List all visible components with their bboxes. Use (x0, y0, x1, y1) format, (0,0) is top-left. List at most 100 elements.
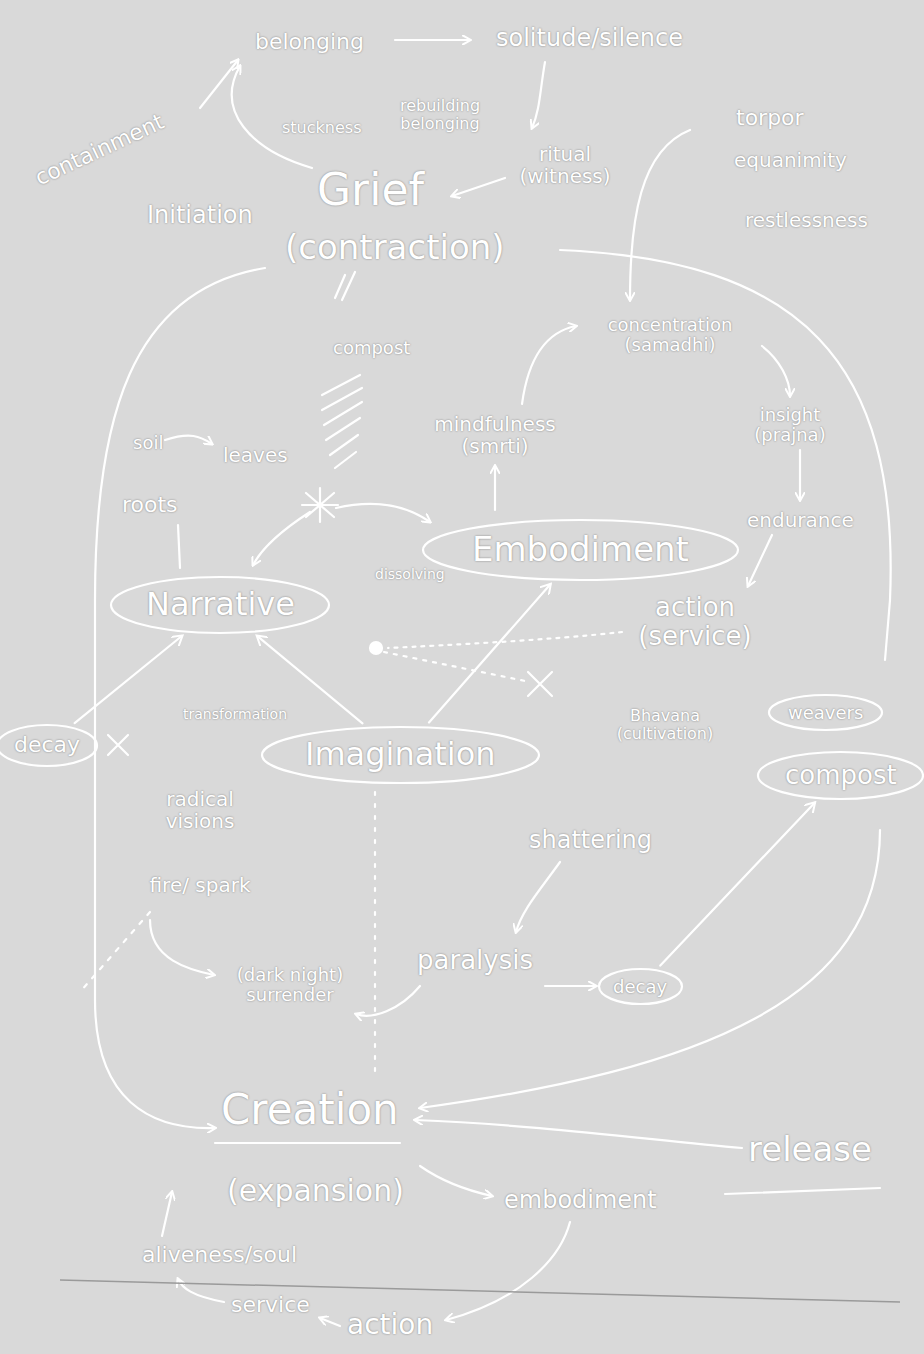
handwritten-label: release (748, 1131, 872, 1168)
arrow (320, 1318, 340, 1326)
dot (370, 642, 382, 654)
handwritten-label: compost (333, 338, 410, 358)
arrow (545, 985, 596, 987)
arrow (516, 862, 560, 932)
handwritten-label: transformation (183, 707, 287, 722)
handwritten-label: (contraction) (285, 229, 505, 266)
handwritten-label: soil (133, 433, 163, 453)
handwritten-label: ritual (witness) (510, 143, 620, 187)
hatching (322, 375, 362, 468)
sketch-oval: decay (0, 723, 99, 768)
arrow (522, 326, 576, 404)
oval-text: Imagination (305, 737, 496, 772)
arrow (762, 346, 790, 396)
arrow (446, 1222, 570, 1320)
handwritten-label: insight (prajna) (725, 405, 855, 445)
handwritten-label: solitude/silence (496, 25, 683, 51)
handwritten-label: mindfulness (smrti) (420, 413, 570, 457)
arrow (232, 66, 312, 168)
line (178, 525, 180, 568)
handwritten-label: service (231, 1293, 310, 1317)
x-mark (528, 672, 552, 696)
arrow (630, 130, 690, 300)
oval-stroke (0, 725, 97, 766)
arrow (253, 512, 310, 565)
loop-left (95, 268, 265, 1128)
loop-right (560, 250, 891, 660)
sketch-oval: Narrative (109, 575, 331, 635)
oval-stroke (769, 695, 882, 730)
baseline (60, 1280, 900, 1302)
oval-text: weavers (788, 703, 863, 723)
release-arrow (415, 1120, 742, 1148)
sketch-oval: weavers (767, 693, 884, 732)
handwritten-label: fire/ spark (145, 874, 255, 896)
dotted-line (384, 652, 530, 682)
handwritten-label: endurance (747, 509, 854, 531)
oval-text: Narrative (146, 587, 295, 622)
handwritten-label: stuckness (282, 119, 361, 137)
tick (335, 272, 355, 300)
handwritten-label: containment (31, 110, 167, 191)
arrow (532, 62, 545, 128)
arrow (395, 39, 470, 41)
oval-text: decay (14, 733, 80, 757)
arrow (162, 1192, 172, 1236)
handwritten-label: action (347, 1310, 433, 1341)
handwritten-label: shattering (529, 827, 652, 853)
arrow (494, 466, 496, 510)
handwritten-label: radical visions (135, 788, 265, 832)
handwritten-label: Bhavana (cultivation) (580, 707, 750, 742)
oval-stroke (111, 577, 329, 633)
connector-arrow (75, 636, 182, 723)
underline (725, 1188, 880, 1194)
handwritten-label: aliveness/soul (142, 1243, 297, 1267)
underline (215, 1142, 400, 1144)
handwritten-label: embodiment (504, 1187, 657, 1213)
arrow (165, 436, 212, 444)
arrow (420, 1166, 492, 1196)
oval-stroke (262, 727, 539, 783)
arrow (178, 1279, 224, 1302)
x-mark (108, 735, 128, 755)
handwritten-label: Grief (317, 166, 424, 214)
oval-stroke (423, 520, 738, 580)
handwritten-label: action (service) (620, 593, 770, 650)
handwritten-label: roots (122, 493, 178, 517)
arrow (452, 178, 505, 196)
oval-text: compost (785, 761, 897, 790)
arrow (336, 504, 430, 522)
sketch-oval: Embodiment (421, 518, 740, 582)
arrow (200, 60, 238, 108)
handwritten-label: (expansion) (227, 1174, 404, 1207)
handwritten-label: dissolving (375, 567, 445, 582)
connector-arrow (429, 585, 550, 723)
handwritten-label: (dark night) surrender (220, 965, 360, 1005)
arrow (356, 986, 420, 1016)
dotted-line (80, 912, 150, 992)
sketch-oval: compost (756, 750, 924, 801)
handwritten-label: belonging (255, 30, 364, 54)
arrow (799, 450, 801, 500)
handwritten-label: leaves (223, 444, 288, 466)
oval-text: Embodiment (472, 531, 689, 568)
handwritten-label: concentration (samadhi) (585, 315, 755, 355)
handwritten-label: equanimity (734, 149, 847, 171)
arrow (748, 535, 772, 586)
arrow (150, 920, 214, 975)
handwritten-label: Creation (221, 1087, 399, 1133)
oval-text: decay (613, 977, 667, 997)
connector-arrow (660, 803, 814, 966)
handwritten-label: Initiation (147, 202, 253, 228)
handwritten-label: restlessness (745, 209, 855, 231)
handwritten-label: torpor (736, 106, 804, 130)
sketch-oval: decay (597, 967, 684, 1006)
oval-stroke (758, 752, 923, 799)
x-star (302, 488, 338, 522)
sketch-oval: Imagination (260, 725, 541, 785)
handwritten-label: paralysis (417, 946, 533, 975)
oval-stroke (599, 969, 682, 1004)
handwritten-label: rebuilding belonging (385, 97, 495, 132)
dotted-line (374, 792, 376, 1075)
